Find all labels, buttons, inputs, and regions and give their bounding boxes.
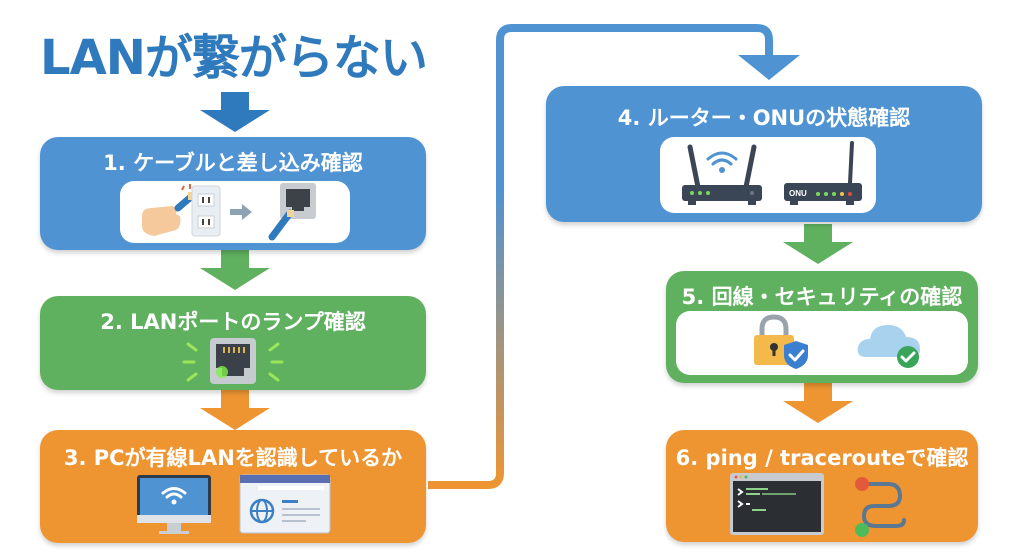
- arrow-step-4-to-5: [783, 224, 853, 264]
- step-1-label: 1. ケーブルと差し込み確認: [103, 151, 363, 175]
- step-6-box: 6. ping / tracerouteで確認: [666, 430, 978, 542]
- onu-text: ONU: [789, 189, 807, 198]
- step-5-illustration: [676, 311, 968, 375]
- monitor-wifi-icon: [137, 475, 211, 534]
- page-title: LANが繋がらない: [40, 30, 428, 86]
- lan-port-with-cable-icon: [268, 183, 316, 241]
- step-4-box: 4. ルーター・ONUの状態確認 ONU: [546, 86, 982, 222]
- arrow-right-icon: [230, 204, 252, 220]
- step-4-illustration: ONU: [660, 137, 876, 213]
- hand-plugging-cable-icon: [142, 184, 196, 236]
- step-1-box: 1. ケーブルと差し込み確認: [40, 137, 426, 250]
- step-5-box: 5. 回線・セキュリティの確認: [666, 271, 978, 383]
- step-6-label: 6. ping / tracerouteで確認: [675, 446, 969, 470]
- lock-shield-check-icon: [754, 314, 808, 369]
- arrow-step-1-to-2: [200, 250, 270, 290]
- cloud-check-icon: [857, 325, 920, 368]
- arrow-into-step-4: [738, 55, 800, 80]
- step-2-box: 2. LANポートのランプ確認: [40, 296, 426, 390]
- arrow-step-5-to-6: [783, 383, 853, 423]
- arrow-step-2-to-3: [200, 390, 270, 430]
- onu-device-icon: ONU: [784, 141, 862, 205]
- terminal-icon: [730, 473, 824, 535]
- step-5-label: 5. 回線・セキュリティの確認: [681, 285, 963, 309]
- arrow-title-to-step-1: [200, 92, 270, 132]
- step-3-label: 3. PCが有線LANを認識しているか: [63, 446, 403, 470]
- wall-outlet-icon: [191, 185, 221, 237]
- browser-globe-icon: [239, 474, 331, 534]
- step-3-box: 3. PCが有線LANを認識しているか: [40, 430, 426, 543]
- route-path-icon: [855, 477, 906, 537]
- wifi-router-icon: [682, 144, 762, 205]
- step-4-label: 4. ルーター・ONUの状態確認: [617, 106, 911, 130]
- lan-port-lit-icon: [182, 338, 284, 384]
- step-2-label: 2. LANポートのランプ確認: [100, 310, 366, 334]
- step-1-illustration: [120, 181, 350, 243]
